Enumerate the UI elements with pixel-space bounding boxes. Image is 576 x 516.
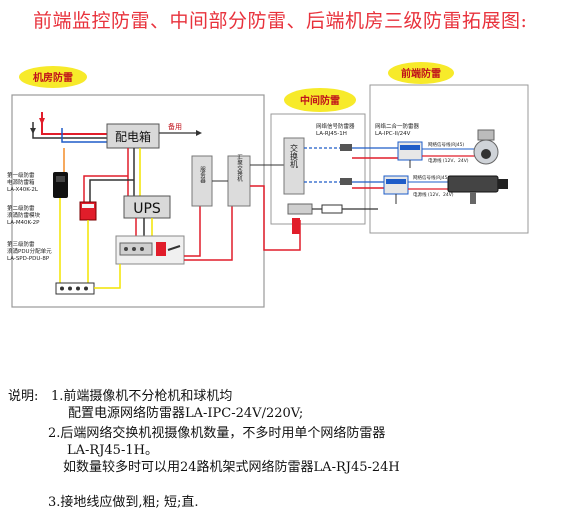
level1-text-2: LA-X40K-2L bbox=[7, 187, 39, 193]
room-zone-badge bbox=[19, 66, 87, 88]
notes-label: 说明: bbox=[8, 389, 39, 404]
incoming-dark-wire bbox=[32, 122, 107, 139]
level2-text-0: 第二级防雷 bbox=[7, 204, 35, 212]
ups-box bbox=[123, 195, 171, 219]
combo-protector-2 bbox=[383, 175, 409, 195]
level2-protector-top bbox=[82, 204, 94, 208]
page-title: 前端监控防雷、中间部分防雷、后端机房三级防雷拓展图: bbox=[33, 10, 528, 32]
ups-label: UPS bbox=[133, 201, 161, 217]
switch-rack-label: 汇聚交换机 bbox=[236, 153, 243, 183]
front-zone-label: 前端防雷 bbox=[401, 67, 441, 80]
pdu-socket-1 bbox=[124, 247, 128, 251]
dome-camera-mount bbox=[477, 129, 495, 141]
middle-switch-label: 交换机 bbox=[290, 143, 299, 169]
level1-text-1: 电源防雷箱 bbox=[7, 178, 35, 186]
pdu-socket-3 bbox=[140, 247, 144, 251]
level2-feed bbox=[83, 175, 128, 202]
box-camera bbox=[447, 175, 499, 193]
level2-text-1: 浪涌防雷模块 bbox=[7, 211, 41, 219]
pdu-socket-2 bbox=[132, 247, 136, 251]
front-zone-badge bbox=[388, 62, 454, 84]
level1-protector bbox=[53, 172, 68, 198]
note-1b: 配置电源网络防雷器LA-IPC-24V/220V; bbox=[68, 406, 304, 421]
busbar-feed bbox=[94, 286, 121, 289]
combo-protector-text-0: 网络二合一防雷器 bbox=[375, 122, 420, 130]
pdu-red-module bbox=[156, 242, 166, 256]
input-arrow-2 bbox=[30, 128, 36, 134]
signal-protector-text-1: LA-RJ45-1H bbox=[316, 131, 347, 137]
box-camera-lens bbox=[498, 179, 508, 189]
pdu-plug bbox=[167, 245, 181, 251]
note-3: 3.接地线应做到,粗; 短;直. bbox=[48, 495, 199, 510]
rack-to-switch-red bbox=[250, 185, 301, 251]
level3-text-0: 第三级防雷 bbox=[7, 240, 35, 248]
busbar-bolt-3 bbox=[76, 286, 80, 291]
middle-psu bbox=[287, 203, 313, 215]
spare-arrow bbox=[196, 130, 202, 136]
box-camera-stand bbox=[470, 192, 476, 204]
server-label: 服务器 bbox=[199, 167, 206, 185]
lightning-protection-diagram: 机房防雷 中间防雷 前端防雷 配电箱 备用 第一级防雷 电源防雷箱 LA-X40… bbox=[7, 62, 529, 308]
distribution-box bbox=[106, 123, 160, 149]
busbar-bolt-4 bbox=[84, 286, 88, 291]
room-zone-label: 机房防雷 bbox=[33, 71, 73, 84]
line3-label: 网络信号线(RJ45) bbox=[413, 174, 449, 181]
middle-red-module bbox=[292, 218, 300, 234]
middle-switch bbox=[283, 137, 305, 195]
incoming-red-wire bbox=[41, 112, 107, 135]
line1-label: 网络信号线(RJ45) bbox=[428, 141, 464, 148]
level3-text-2: LA-SPD-PDU-8P bbox=[7, 256, 50, 262]
level1-protector-window bbox=[56, 176, 65, 182]
combo-protector-2-blue bbox=[386, 179, 406, 184]
spare-label: 备用 bbox=[168, 122, 182, 131]
rj45-protector-1 bbox=[340, 144, 352, 151]
input-arrow bbox=[39, 118, 45, 125]
note-2a: 2.后端网络交换机视摄像机数量，不多时用单个网络防雷器 bbox=[48, 426, 386, 441]
distribution-box-label: 配电箱 bbox=[115, 129, 151, 144]
rj45-protector-2 bbox=[340, 178, 352, 185]
dome-camera-lens bbox=[481, 149, 491, 159]
note-1a: 1.前端摄像机不分枪机和球机均 bbox=[51, 389, 233, 404]
busbar-bolt-2 bbox=[68, 286, 72, 291]
note-2c: 如数量较多时可以用24路机架式网络防雷器LA-RJ45-24H bbox=[63, 460, 400, 475]
incoming-blue-wire bbox=[61, 128, 107, 143]
busbar-bolt-1 bbox=[60, 286, 64, 291]
middle-zone-frame bbox=[270, 113, 366, 225]
pdu-to-switch-red bbox=[184, 206, 233, 261]
middle-junction bbox=[321, 204, 343, 214]
line2-label: 电源线 (12V、24V) bbox=[428, 157, 469, 164]
level2-text-2: LA-M40K-2P bbox=[7, 220, 40, 226]
middle-zone-label: 中间防雷 bbox=[300, 94, 340, 107]
middle-zone-badge bbox=[284, 88, 356, 112]
signal-protector-text-0: 网络信号防雷器 bbox=[316, 122, 355, 130]
line4-label: 电源线 (12V、24V) bbox=[413, 191, 454, 198]
level2-feed-dark bbox=[89, 179, 134, 202]
pdu-to-racks-red bbox=[184, 206, 201, 257]
note-2b: LA-RJ45-1H。 bbox=[67, 443, 158, 458]
combo-protector-1 bbox=[397, 141, 423, 161]
front-zone-frame bbox=[369, 84, 529, 234]
level1-text-0: 第一级防雷 bbox=[7, 171, 35, 179]
level3-text-1: 浪涌PDU分配单元 bbox=[7, 247, 52, 255]
combo-protector-1-blue bbox=[400, 145, 420, 150]
combo-protector-text-1: LA-IPC-II/24V bbox=[375, 131, 411, 137]
